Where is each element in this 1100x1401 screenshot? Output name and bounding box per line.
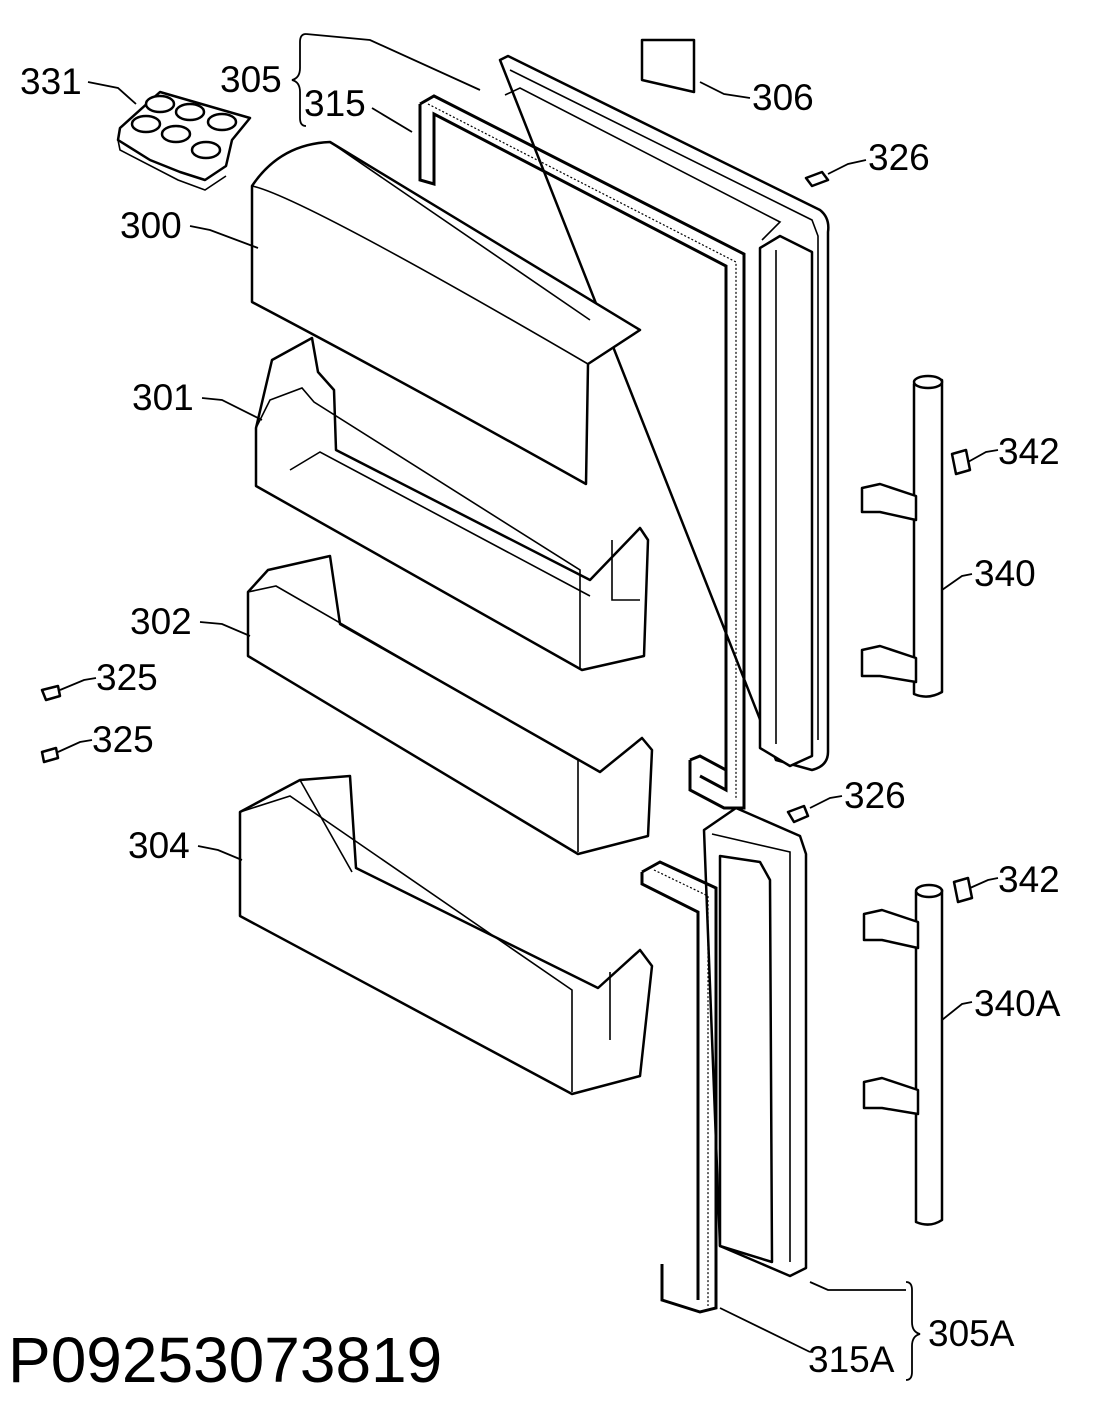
label-304: 304 xyxy=(128,825,190,866)
label-331: 331 xyxy=(20,61,82,102)
label-plate-306 xyxy=(640,38,696,94)
leader-305A xyxy=(809,1281,906,1291)
lower-gasket-315A xyxy=(640,860,718,1314)
label-301: 301 xyxy=(132,377,194,418)
leader-342-top xyxy=(967,449,999,463)
label-305A: 305A xyxy=(928,1313,1015,1354)
dairy-flap-300 xyxy=(250,140,642,486)
drawing-code: P09253073819 xyxy=(8,1324,442,1396)
lower-door-305A xyxy=(702,806,808,1278)
leader-331 xyxy=(87,81,137,105)
brace-305 xyxy=(291,33,307,127)
leader-325-a xyxy=(59,677,97,691)
label-302: 302 xyxy=(130,601,192,642)
label-325-a: 325 xyxy=(96,657,158,698)
leader-301 xyxy=(201,397,263,421)
label-306: 306 xyxy=(752,77,814,118)
brace-305A xyxy=(905,1281,921,1381)
leader-342-bottom xyxy=(969,877,999,889)
label-342-bottom: 342 xyxy=(998,859,1060,900)
label-315A: 315A xyxy=(808,1339,895,1380)
screw-325-a xyxy=(40,684,62,702)
leader-340 xyxy=(941,573,973,591)
handle-340A xyxy=(862,883,944,1226)
leader-304 xyxy=(197,845,243,861)
leader-306 xyxy=(699,81,751,99)
leader-305 xyxy=(305,33,481,91)
door-shelf-301 xyxy=(254,336,650,672)
screw-326-bottom xyxy=(786,804,810,824)
label-305: 305 xyxy=(220,59,282,100)
screw-325-b xyxy=(40,746,60,764)
leader-326-top xyxy=(827,159,867,175)
upper-gasket-315 xyxy=(418,94,746,810)
leader-315A xyxy=(719,1307,811,1353)
label-325-b: 325 xyxy=(92,719,154,760)
leader-340A xyxy=(941,1001,973,1021)
leader-325-b xyxy=(57,739,93,753)
door-shelf-302 xyxy=(246,554,654,856)
clip-342-bottom xyxy=(952,876,974,904)
egg-tray-331 xyxy=(116,90,252,191)
door-shelf-304 xyxy=(238,774,654,1096)
label-340: 340 xyxy=(974,553,1036,594)
handle-340 xyxy=(860,374,944,698)
label-300: 300 xyxy=(120,205,182,246)
leader-302 xyxy=(199,621,251,637)
screw-326-top xyxy=(804,170,830,188)
leader-315 xyxy=(371,107,413,133)
label-340A: 340A xyxy=(974,983,1061,1024)
label-326-top: 326 xyxy=(868,137,930,178)
leader-300 xyxy=(189,225,259,249)
clip-342-top xyxy=(950,448,972,476)
label-326-bottom: 326 xyxy=(844,775,906,816)
label-342-top: 342 xyxy=(998,431,1060,472)
leader-326-bottom xyxy=(809,795,843,809)
upper-door-305 xyxy=(498,54,830,772)
label-315: 315 xyxy=(304,83,366,124)
